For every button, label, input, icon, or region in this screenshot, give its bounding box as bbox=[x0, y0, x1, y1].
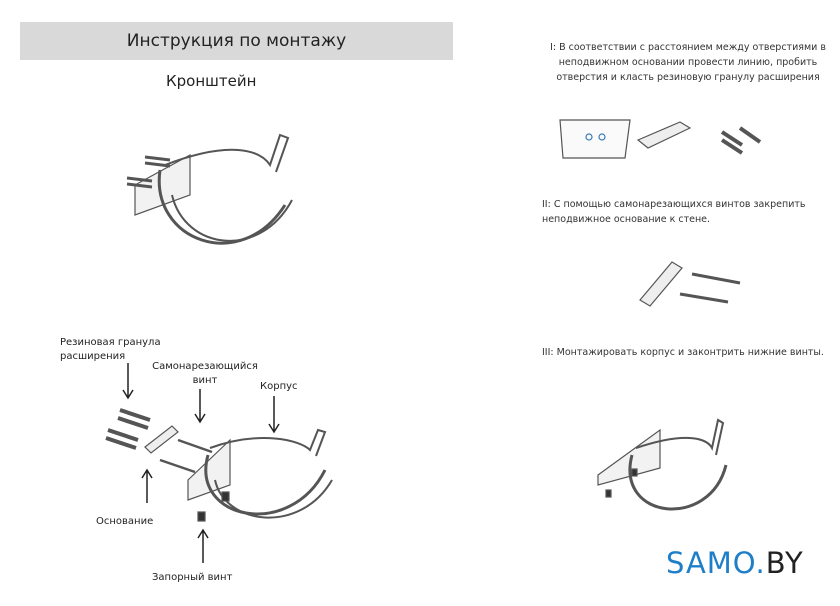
plug-icon bbox=[720, 126, 762, 155]
hole-icon bbox=[585, 133, 593, 141]
label-lock-screw: Запорный винт bbox=[152, 572, 233, 583]
lock-screw-icon bbox=[605, 489, 612, 498]
arrow-up-icon bbox=[141, 468, 153, 503]
step-2-text: II: С помощью самонарезающихся винтов за… bbox=[542, 199, 806, 225]
screw-icon bbox=[679, 292, 729, 304]
plug-icon bbox=[117, 408, 151, 430]
logo-part-samo: SAMO bbox=[666, 546, 756, 580]
screw-icon bbox=[159, 458, 196, 474]
arrow-down-icon bbox=[268, 396, 280, 434]
logo-dot: . bbox=[755, 546, 766, 580]
lock-screw-icon bbox=[631, 468, 638, 477]
arrow-down-icon bbox=[194, 389, 206, 424]
label-base: Основание bbox=[96, 516, 154, 527]
arrow-up-icon bbox=[197, 528, 209, 563]
samo-by-logo[interactable]: SAMO.BY bbox=[666, 546, 804, 580]
product-subtitle: Кронштейн bbox=[166, 72, 257, 90]
plug-icon bbox=[126, 155, 171, 189]
page-title: Инструкция по монтажу bbox=[126, 31, 347, 51]
step-3-illustration bbox=[597, 418, 728, 511]
hole-icon bbox=[598, 133, 606, 141]
label-rubber-plug: Резиновая гранула расширения bbox=[60, 337, 161, 362]
label-body: Корпус bbox=[260, 381, 298, 392]
logo-part-by: BY bbox=[765, 546, 804, 580]
step-3-text: III: Монтажировать корпус и законтрить н… bbox=[542, 347, 824, 358]
exploded-view bbox=[105, 408, 333, 522]
lock-screw-icon bbox=[221, 491, 230, 502]
arrow-down-icon bbox=[122, 363, 134, 400]
bracket-main-illustration bbox=[126, 133, 293, 245]
screw-icon bbox=[177, 438, 213, 454]
arrow-icons bbox=[122, 363, 280, 563]
step-1-illustration bbox=[559, 119, 762, 159]
header-bar: Инструкция по монтажу bbox=[20, 22, 453, 60]
label-self-tapping-screw: Самонарезающийся винт bbox=[152, 361, 258, 386]
step-1-text: I: В соответствии с расстоянием между от… bbox=[550, 42, 826, 83]
step-2-illustration bbox=[639, 261, 741, 307]
lock-screw-icon bbox=[197, 511, 206, 522]
screw-icon bbox=[691, 272, 741, 285]
